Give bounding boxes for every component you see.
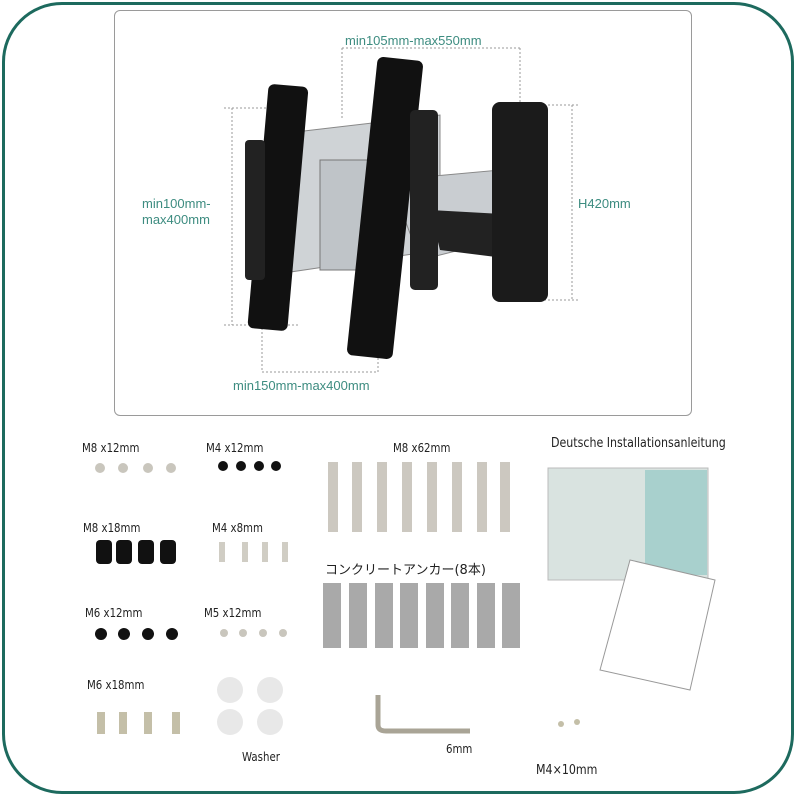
screws-m4x8 <box>219 542 288 562</box>
label-m8x12: M8 x12mm <box>82 441 140 455</box>
label-concrete-anchor: コンクリートアンカー(8本) <box>325 563 486 578</box>
label-m6x12: M6 x12mm <box>85 606 143 620</box>
lag-bolts-m8x62 <box>328 462 510 532</box>
screws-m6x18 <box>97 712 180 734</box>
concrete-anchors <box>323 583 520 648</box>
screws-m6x12 <box>95 628 178 640</box>
label-washer: Washer <box>242 750 280 764</box>
label-m6x18: M6 x18mm <box>87 678 145 692</box>
wall-mount-arm <box>245 57 548 359</box>
dim-height: H420mm <box>578 196 631 211</box>
dim-vertical-1: min100mm- <box>142 196 211 211</box>
screws-m8x12 <box>95 463 176 473</box>
dim-horizontal-top: min105mm-max550mm <box>345 33 482 48</box>
screws-m8x18 <box>96 540 176 564</box>
hex-key-icon <box>375 695 470 734</box>
label-m8x18: M8 x18mm <box>83 521 141 535</box>
manual-illustration <box>547 467 716 691</box>
dim-vertical-2: max400mm <box>142 212 210 227</box>
label-m4x8: M4 x8mm <box>212 521 263 535</box>
label-m8x62: M8 x62mm <box>393 441 451 455</box>
dimension-lines <box>224 47 580 373</box>
washers <box>217 677 283 735</box>
label-manual: Deutsche Installationsanleitung <box>551 436 726 451</box>
label-m5x12: M5 x12mm <box>204 606 262 620</box>
screws-m4x10 <box>558 719 580 727</box>
dim-horizontal-bottom: min150mm-max400mm <box>233 378 370 393</box>
screws-m5x12 <box>220 629 287 637</box>
screws-m4x12 <box>218 461 281 471</box>
label-hex-key: 6mm <box>446 742 473 756</box>
label-m4x12: M4 x12mm <box>206 441 264 455</box>
label-m4x10: M4×10mm <box>536 763 598 778</box>
